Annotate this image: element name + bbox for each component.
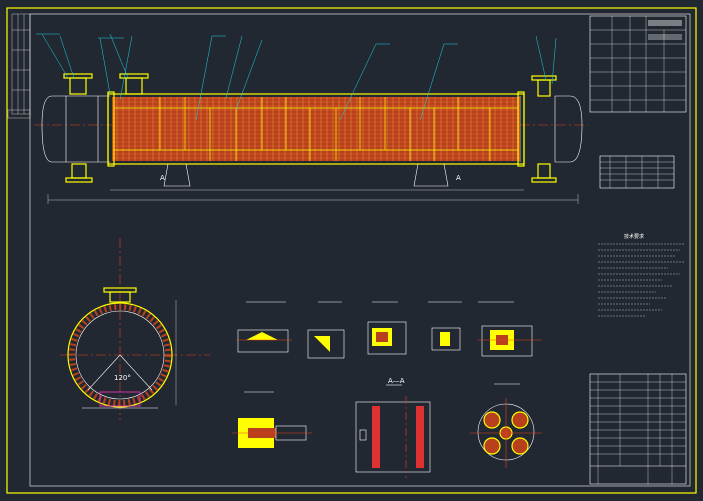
sheet-frame	[6, 7, 697, 494]
parts-list	[589, 373, 687, 485]
notes-title: 技术要求	[624, 233, 644, 240]
saddle-supports	[163, 163, 449, 187]
end-support	[99, 391, 141, 407]
section-view: A—A	[355, 377, 431, 478]
part-leaders	[36, 33, 557, 121]
right-head	[555, 95, 583, 163]
section-mark-left: A	[160, 174, 165, 182]
top-nozzles	[63, 73, 557, 97]
tube-bundle	[112, 97, 520, 161]
tie-rod-detail	[470, 383, 542, 468]
section-title: A—A	[388, 377, 405, 385]
left-head	[41, 95, 66, 163]
technical-notes: 技术要求	[598, 233, 684, 317]
section-mark-right: A	[456, 174, 461, 182]
angle-label: 120°	[114, 374, 131, 382]
title-block-top	[589, 15, 687, 113]
front-view: A A	[34, 33, 588, 204]
end-view: 120°	[60, 238, 210, 420]
bottom-nozzles	[65, 163, 557, 183]
detail-views	[232, 301, 542, 448]
nozzle-table	[599, 155, 675, 189]
baffles	[159, 97, 491, 161]
